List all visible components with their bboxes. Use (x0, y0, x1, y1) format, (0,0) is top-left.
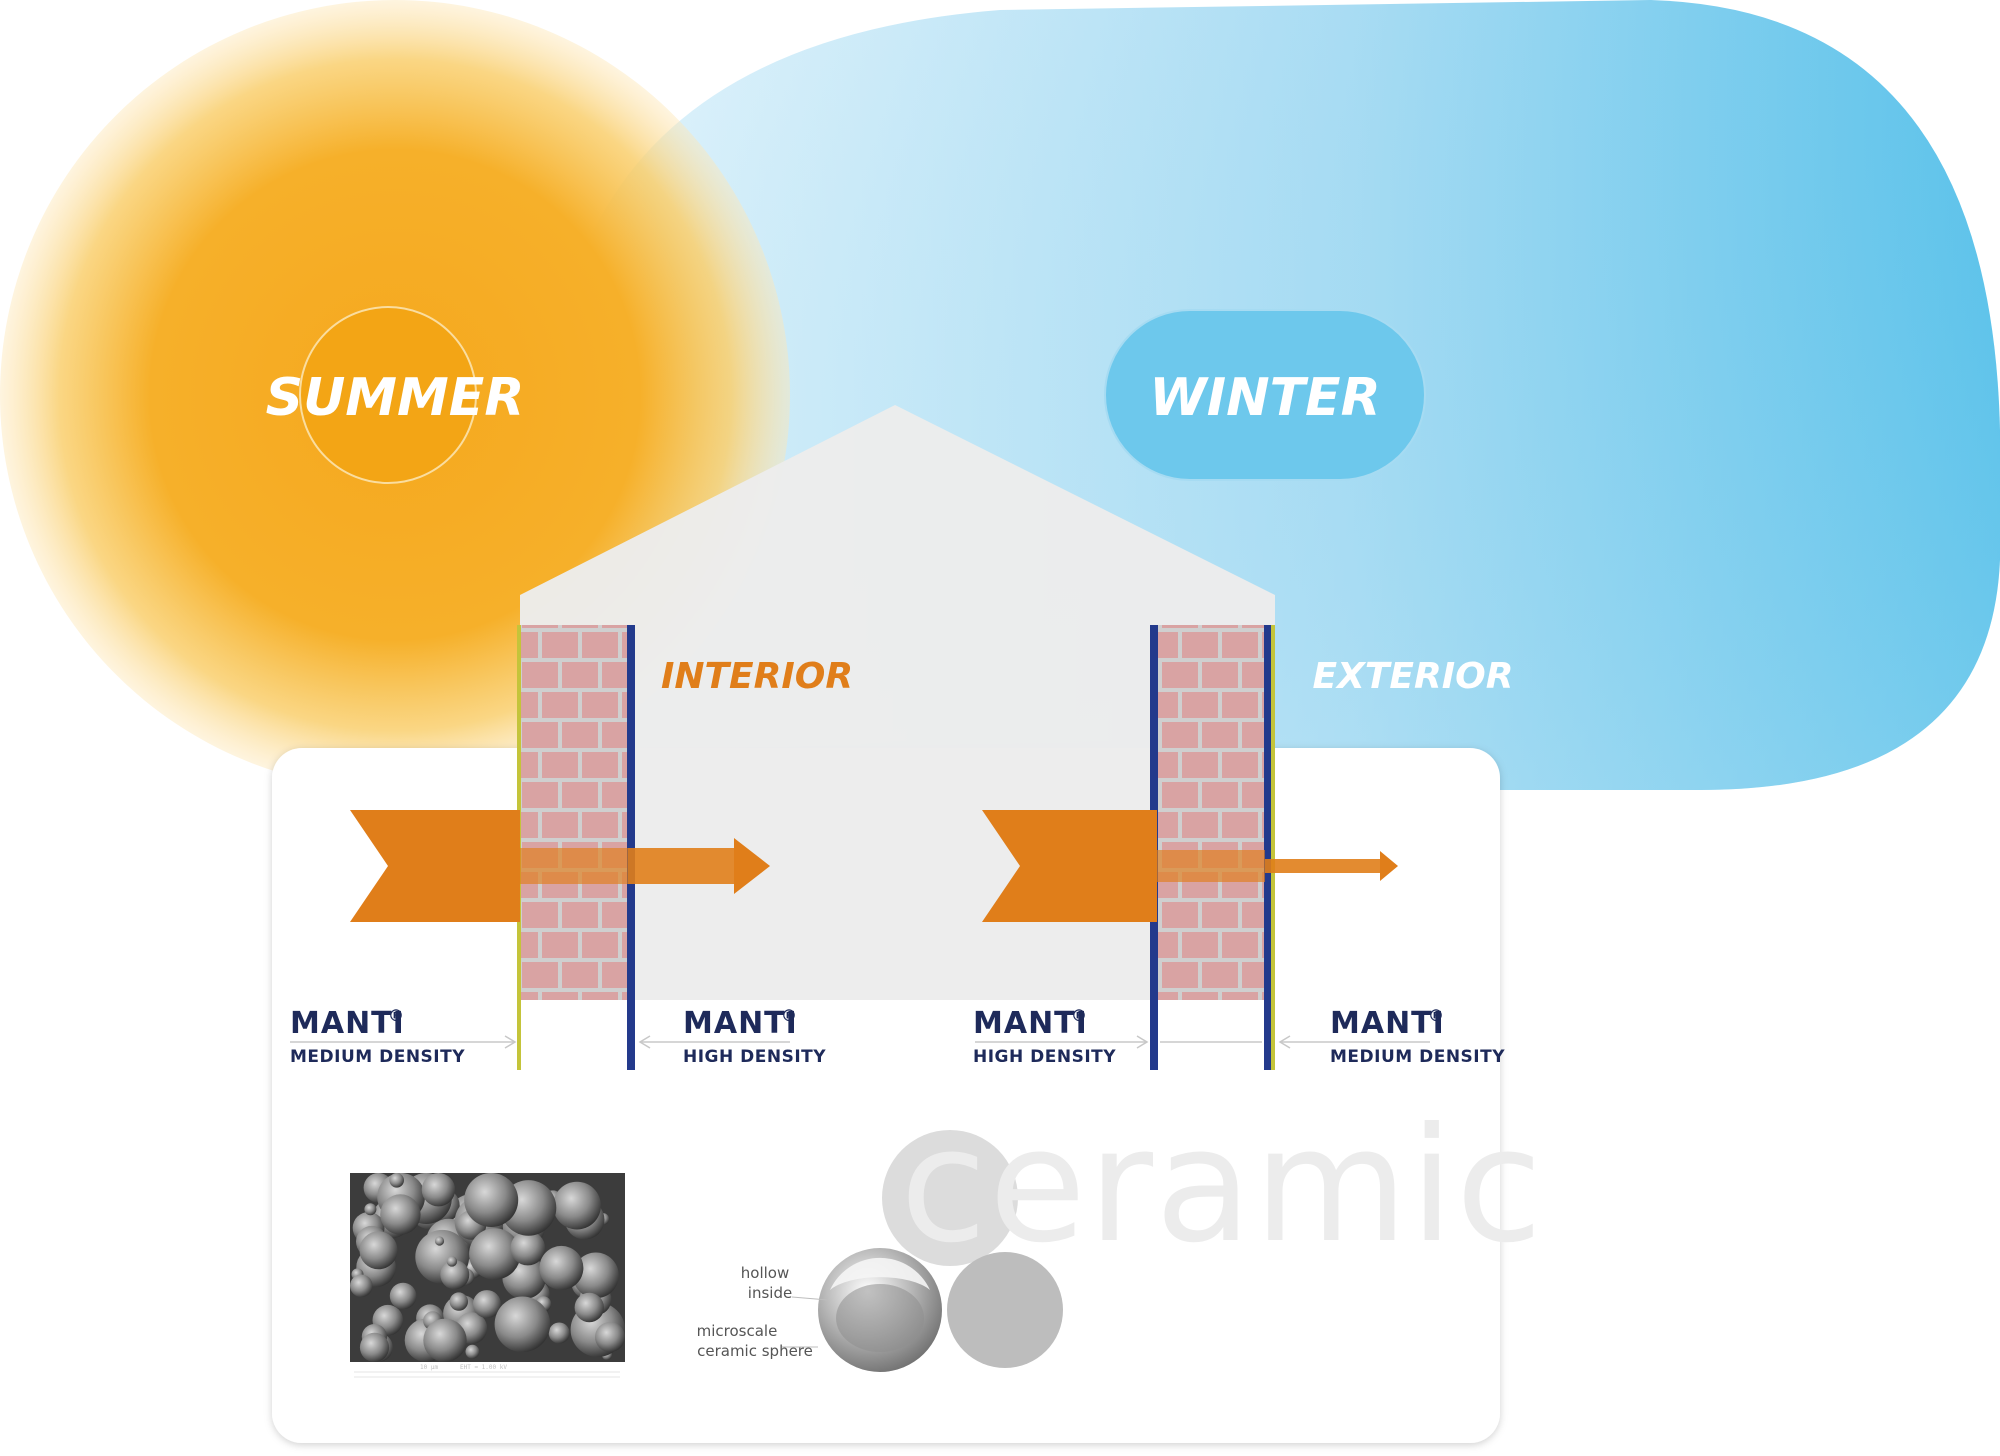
sem-particle (595, 1322, 625, 1352)
solid-sphere (947, 1252, 1063, 1368)
left-high-density-layer (627, 625, 635, 1070)
sphere-note-line1: microscale (697, 1322, 778, 1340)
label-right-high: MANTI ® HIGH DENSITY (973, 1006, 1116, 1067)
right-high-density-outer (1264, 625, 1271, 1070)
ceramic-word: ceramic (900, 1094, 1545, 1278)
sem-detector-label: EHT = 1.00 kV (460, 1364, 507, 1371)
ceramic-logo: ceramic (882, 1094, 1545, 1278)
hollow-note-line1: hollow (741, 1264, 789, 1282)
label-left-medium: MANTI ® MEDIUM DENSITY (290, 1006, 465, 1067)
label-pointer-lines (290, 1035, 1430, 1049)
brand-name: MANTI (683, 1006, 798, 1041)
sem-particle (465, 1344, 480, 1359)
ceramic-spheres (782, 1248, 1063, 1372)
trademark-symbol: ® (388, 1006, 404, 1025)
sem-particle (389, 1173, 405, 1188)
trademark-symbol: ® (1071, 1006, 1087, 1025)
interior-label: INTERIOR (661, 656, 853, 697)
sem-particle (469, 1228, 521, 1280)
sem-particle (350, 1274, 373, 1298)
sem-particle (364, 1203, 377, 1216)
sem-particle (573, 1252, 619, 1299)
sem-particle (553, 1181, 601, 1230)
left-wall (517, 625, 635, 1070)
sem-particle (359, 1231, 398, 1270)
sem-particle (421, 1173, 456, 1207)
winter-label: WINTER (1149, 368, 1380, 428)
density-label: MEDIUM DENSITY (290, 1047, 465, 1067)
sem-particle (494, 1296, 551, 1353)
sem-particle (380, 1194, 421, 1235)
sem-particle (440, 1260, 470, 1290)
sem-particle (472, 1290, 501, 1319)
density-label: HIGH DENSITY (973, 1047, 1116, 1067)
sem-particle (423, 1318, 467, 1363)
summer-heat-arrow (350, 810, 770, 922)
density-label: HIGH DENSITY (683, 1047, 826, 1067)
trademark-symbol: ® (1428, 1006, 1444, 1025)
sem-particle (449, 1292, 468, 1311)
brand-name: MANTI (973, 1006, 1088, 1041)
right-brick-wall (1157, 625, 1265, 1000)
sem-particle (574, 1292, 604, 1323)
winter-heat-arrow (982, 810, 1398, 922)
ceramic-c-circle (882, 1130, 1018, 1266)
trademark-symbol: ® (781, 1006, 797, 1025)
right-medium-density-layer (1271, 625, 1275, 1070)
sem-particle (464, 1173, 519, 1227)
sem-particle (389, 1282, 417, 1310)
brand-name: MANTI (1330, 1006, 1445, 1041)
label-right-medium: MANTI ® MEDIUM DENSITY (1330, 1006, 1505, 1067)
sphere-note-line2: ceramic sphere (697, 1342, 813, 1360)
sem-micrograph: 10 µm EHT = 1.00 kV (350, 1173, 625, 1381)
sem-particle (359, 1332, 390, 1362)
sem-particle (510, 1230, 546, 1266)
hollow-note-line2: inside (748, 1284, 792, 1302)
sem-particle (446, 1256, 458, 1267)
sem-particle (539, 1245, 584, 1290)
left-brick-wall (520, 625, 628, 1000)
summer-label: SUMMER (266, 368, 525, 428)
sem-scale-label: 10 µm (420, 1364, 438, 1371)
density-label: MEDIUM DENSITY (1330, 1047, 1505, 1067)
brand-name: MANTI (290, 1006, 405, 1041)
exterior-label: EXTERIOR (1313, 656, 1514, 697)
winter-badge (1104, 309, 1426, 481)
sem-particle (434, 1236, 445, 1246)
sem-particle (548, 1322, 570, 1344)
label-left-high: MANTI ® HIGH DENSITY (683, 1006, 826, 1067)
